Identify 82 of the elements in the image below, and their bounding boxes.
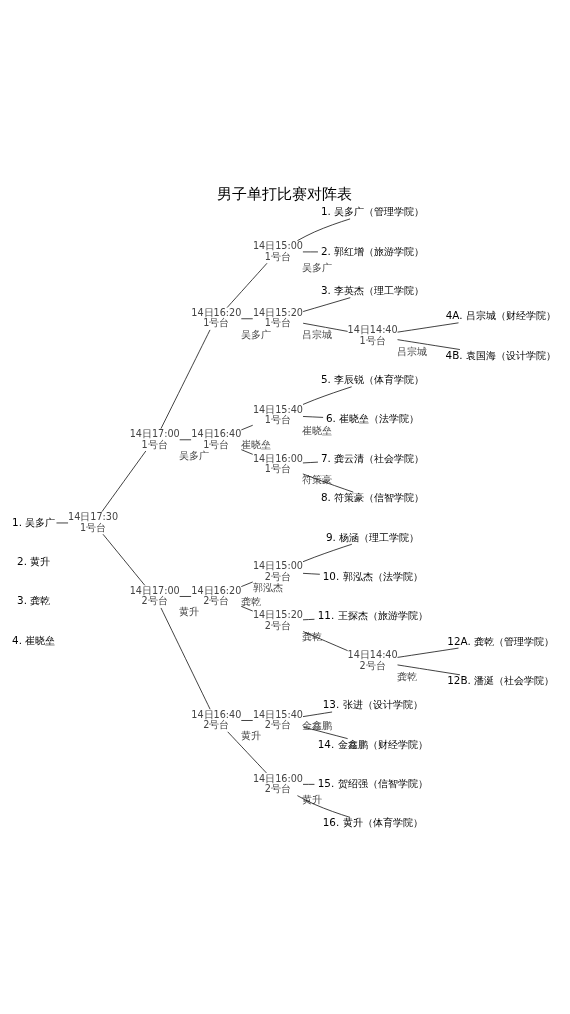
node-text: 3. 李英杰（理工学院） [321, 284, 425, 297]
node-text: 14. 金鑫鹏（财经学院） [317, 737, 428, 750]
node-text: 14日16:00 1号台 [252, 452, 303, 475]
node-text: 14日14:40 2号台 [347, 649, 398, 671]
node-text: 14日15:40 1号台 [252, 403, 303, 426]
connector [240, 606, 254, 612]
node-text: 16. 黄升（体育学院） [322, 816, 423, 829]
node-label: 吕宗城 [302, 328, 333, 340]
node-text: 14日15:20 2号台 [252, 609, 303, 631]
node-label: 崔晓垒 [240, 439, 271, 451]
node-text: 7. 龚云清（社会学院） [321, 451, 425, 464]
node-label: 黄升 [179, 606, 200, 618]
node-text: 4A. 吕宗城（财经学院） [445, 309, 556, 322]
connector [302, 297, 351, 312]
node-text: 14日14:40 1号台 [347, 324, 398, 346]
node-text: 14日16:20 1号台 [191, 307, 242, 329]
node-label: 吕宗城 [396, 345, 427, 357]
connector [302, 416, 324, 418]
label: 3. 龚乾 [17, 594, 51, 607]
connector [302, 572, 321, 575]
node-text: 14日16:20 2号台 [191, 584, 242, 607]
node-text: 6. 崔晓垒（法学院） [326, 412, 420, 425]
node-label: 黄升 [240, 730, 261, 742]
connector [302, 726, 348, 739]
connector [160, 329, 211, 429]
connector [297, 218, 351, 241]
node-text: 10. 郭泓杰（法学院） [322, 569, 423, 582]
node-label: 崔晓垒 [302, 425, 333, 437]
connector [302, 473, 354, 493]
node-text: 4B. 袁国海（设计学院） [445, 348, 556, 361]
node-label: 龚乾 [397, 670, 418, 682]
connector [397, 647, 459, 658]
node-label: 吴多广 [179, 449, 210, 461]
node-text: 14日15:20 1号台 [252, 307, 303, 329]
label: 4. 崔晓垒 [12, 633, 56, 646]
node-text: 14日15:00 1号台 [252, 240, 303, 262]
connector [227, 731, 267, 774]
node-label: 郭泓杰 [252, 581, 283, 593]
node-text: 2. 郭红增（旅游学院） [321, 244, 425, 257]
node-text: 14日15:40 2号台 [252, 708, 303, 731]
node-label: 吴多广 [240, 328, 271, 340]
node-text: 14日17:00 1号台 [129, 428, 180, 450]
connector [240, 449, 254, 455]
connector [240, 720, 254, 721]
node-text: 11. 王探杰（旅游学院） [317, 609, 428, 622]
node-text: 12A. 龚乾（管理学院） [447, 634, 555, 647]
node-text: 14日15:00 2号台 [252, 560, 303, 582]
node-text: 1. 吴多广（管理学院） [321, 205, 425, 218]
connector [397, 339, 461, 350]
connector [179, 596, 192, 597]
node-text: 9. 杨涵（理工学院） [326, 530, 420, 543]
node-text: 8. 符策豪（信智学院） [321, 491, 425, 504]
connector [302, 543, 353, 563]
node-text: 1. 吴多广 [12, 515, 56, 528]
node-text: 14日16:40 2号台 [191, 708, 242, 731]
connector [302, 631, 348, 652]
connector [302, 461, 319, 464]
connector [302, 618, 315, 621]
node-text: 14日17:00 2号台 [129, 584, 180, 607]
connector [160, 607, 211, 710]
connector [297, 795, 351, 818]
node-text: 14日17:30 1号台 [68, 511, 119, 533]
connector [302, 386, 352, 405]
node-label: 龚乾 [240, 595, 261, 607]
node-label: 吴多广 [302, 261, 333, 273]
node-text: 13. 张进（设计学院） [322, 698, 423, 711]
connector [397, 664, 461, 676]
node-text: 14日16:00 2号台 [252, 772, 303, 795]
node-text: 5. 李辰锐（体育学院） [321, 373, 425, 386]
node-text: 12B. 潘涎（社会学院） [447, 673, 555, 686]
connector [240, 424, 254, 431]
connector [240, 581, 254, 587]
node-text: 14日16:40 1号台 [191, 428, 242, 450]
connector [102, 533, 146, 586]
connector [226, 262, 268, 308]
label: 2. 黄升 [17, 555, 51, 568]
node-text: 15. 贺绍强（信智学院） [317, 777, 428, 790]
connector [397, 322, 459, 333]
connector [302, 322, 348, 332]
connector [101, 450, 147, 513]
diagram-title: 男子单打比赛对阵表 [217, 184, 353, 203]
connector [302, 711, 333, 717]
